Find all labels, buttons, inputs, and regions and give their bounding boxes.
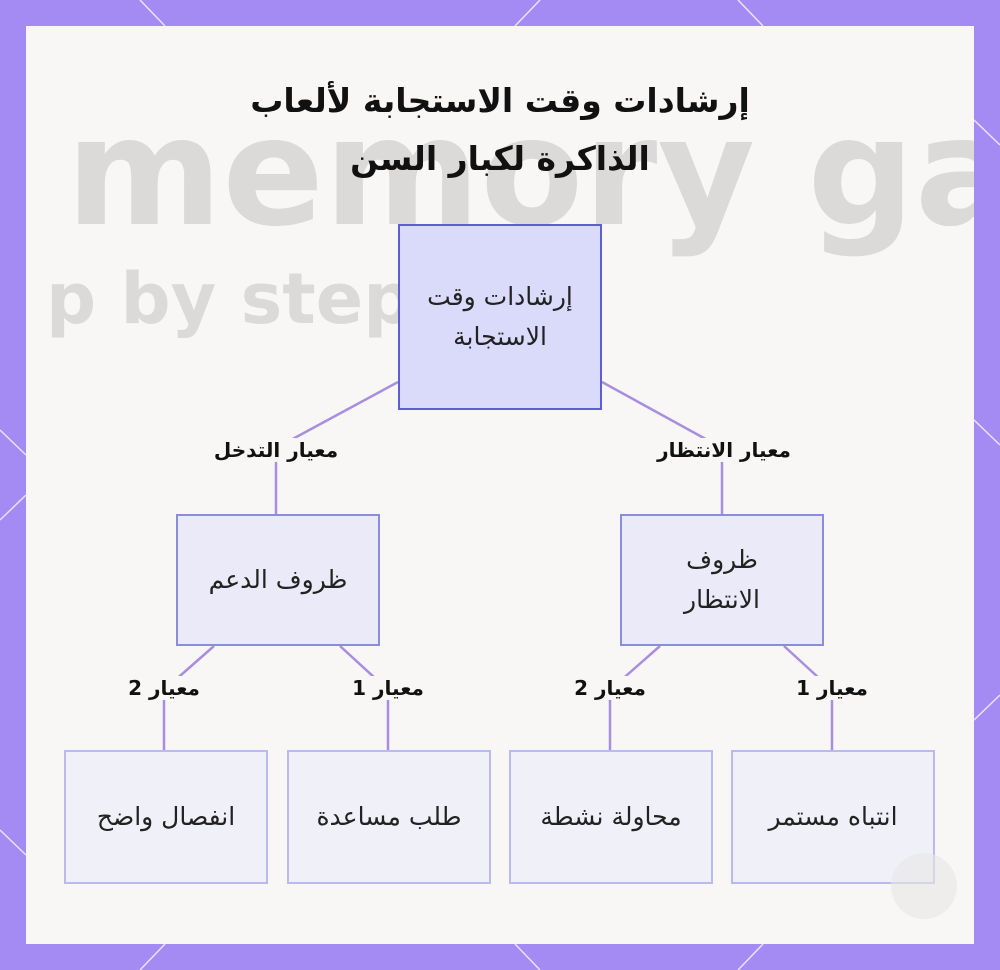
support-conditions-label: ظروف الدعم <box>208 565 348 594</box>
ask-help-node: طلب مساعدة <box>287 750 491 884</box>
root-node-label: إرشادات وقت الاستجابة <box>427 282 573 351</box>
criterion-2-left-label: معيار 2 <box>125 676 203 700</box>
diagram-title: إرشادات وقت الاستجابة لألعاب الذاكرة لكب… <box>26 72 974 188</box>
criterion-2-right-label: معيار 2 <box>571 676 649 700</box>
waiting-criterion-label: معيار الانتظار <box>654 438 794 462</box>
support-conditions-node: ظروف الدعم <box>176 514 380 646</box>
continuous-attention-label: انتباه مستمر <box>768 802 898 831</box>
waiting-conditions-node: ظروف الانتظار <box>620 514 824 646</box>
intervention-criterion-label: معيار التدخل <box>210 438 342 462</box>
ask-help-label: طلب مساعدة <box>316 802 462 831</box>
waiting-conditions-label: ظروف الانتظار <box>684 545 760 614</box>
title-line-1: إرشادات وقت الاستجابة لألعاب <box>250 81 750 120</box>
watermark-stamp-icon <box>891 853 957 919</box>
clear-disengagement-label: انفصال واضح <box>96 802 236 831</box>
title-line-2: الذاكرة لكبار السن <box>350 139 650 178</box>
criterion-1-right-label: معيار 1 <box>793 676 871 700</box>
root-node: إرشادات وقت الاستجابة <box>398 224 602 410</box>
clear-disengagement-node: انفصال واضح <box>64 750 268 884</box>
criterion-1-left-label: معيار 1 <box>349 676 427 700</box>
active-attempt-label: محاولة نشطة <box>540 802 682 831</box>
active-attempt-node: محاولة نشطة <box>509 750 713 884</box>
